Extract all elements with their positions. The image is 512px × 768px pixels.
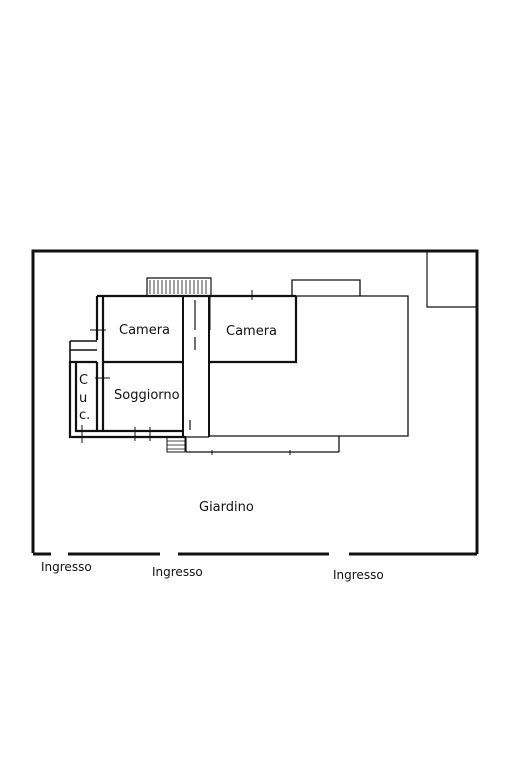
room-label-cucina-1: C [79,373,88,388]
annex-structure [426,251,477,308]
house-walls [68,294,298,439]
garden-label: Giardino [199,500,254,515]
room-label-cucina-2: u [79,391,87,406]
interior-walls [182,296,210,452]
openings [81,290,291,455]
room-label-soggiorno: Soggiorno [114,388,180,403]
room-label-camera-right: Camera [226,324,277,339]
property-boundary [31,249,479,556]
staircase-bottom [166,436,186,453]
entrance-label-3: Ingresso [333,568,384,582]
entrance-label-1: Ingresso [41,560,92,574]
room-label-cucina-3: c. [79,408,90,423]
staircase-top [146,277,212,296]
room-label-camera-left: Camera [119,323,170,338]
entrance-label-2: Ingresso [152,565,203,579]
